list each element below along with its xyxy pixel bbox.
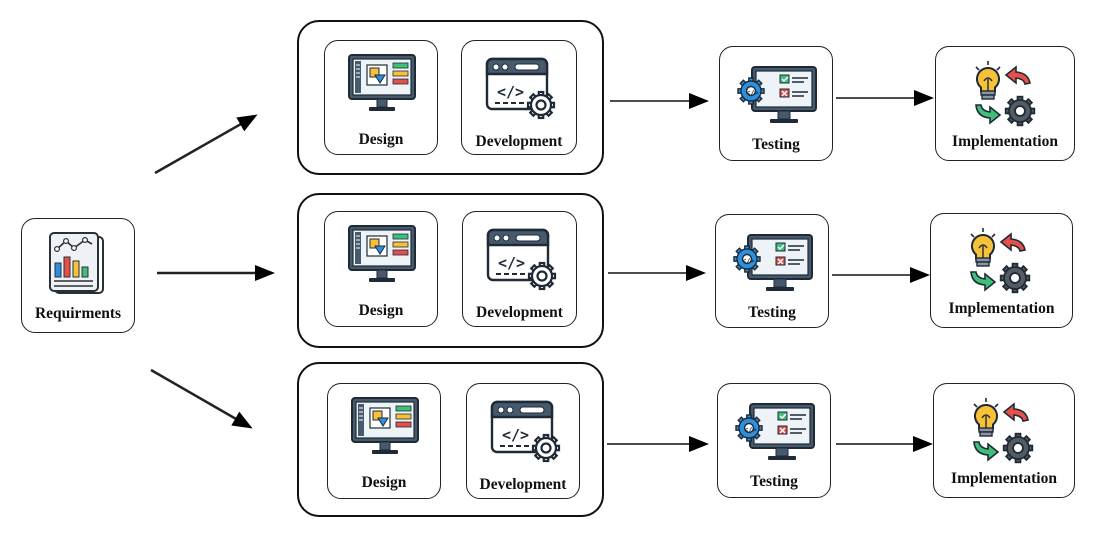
development-label: Development bbox=[476, 304, 563, 321]
design-label: Design bbox=[358, 131, 404, 148]
implementation-bulb-gear-icon bbox=[973, 398, 1034, 464]
development-node-2: </> Development bbox=[462, 211, 577, 327]
svg-text:</>: </> bbox=[498, 254, 525, 272]
design-monitor-icon bbox=[348, 54, 416, 111]
design-label: Design bbox=[361, 474, 407, 491]
requirements-label: Requirments bbox=[34, 305, 122, 322]
design-node-1: Design bbox=[324, 40, 438, 155]
requirements-report-icon bbox=[49, 232, 104, 294]
development-code-gear-icon: </> bbox=[490, 400, 561, 463]
development-label: Development bbox=[475, 133, 563, 150]
testing-node-3: </> Testing bbox=[717, 383, 831, 498]
development-code-gear-icon: </> bbox=[485, 57, 556, 120]
implementation-node-3: Implementation bbox=[933, 383, 1075, 498]
testing-monitor-checklist-icon: </> bbox=[737, 66, 817, 123]
implementation-label: Implementation bbox=[952, 133, 1058, 150]
development-label: Development bbox=[479, 476, 567, 493]
arrow-req-to-track1 bbox=[154, 114, 258, 175]
testing-node-2: </> Testing bbox=[715, 214, 829, 328]
implementation-bulb-gear-icon bbox=[970, 228, 1031, 294]
testing-label: Testing bbox=[752, 136, 800, 153]
design-label: Design bbox=[358, 302, 404, 319]
design-monitor-icon bbox=[351, 397, 419, 454]
implementation-node-1: Implementation bbox=[935, 46, 1075, 161]
implementation-bulb-gear-icon bbox=[975, 61, 1036, 127]
testing-node-1: </> Testing bbox=[719, 46, 833, 161]
design-monitor-icon bbox=[348, 225, 416, 282]
svg-text:</>: </> bbox=[742, 257, 755, 265]
testing-label: Testing bbox=[748, 304, 796, 321]
development-code-gear-icon: </> bbox=[486, 228, 557, 291]
implementation-label: Implementation bbox=[951, 470, 1057, 487]
svg-text:</>: </> bbox=[502, 426, 529, 444]
implementation-label: Implementation bbox=[948, 300, 1055, 317]
design-node-2: Design bbox=[324, 211, 438, 327]
implementation-node-2: Implementation bbox=[930, 213, 1073, 328]
svg-text:</>: </> bbox=[497, 83, 524, 101]
testing-label: Testing bbox=[750, 473, 798, 490]
arrow-req-to-track3 bbox=[150, 368, 253, 429]
development-node-3: </> Development bbox=[466, 383, 580, 499]
svg-text:</>: </> bbox=[744, 426, 757, 434]
development-node-1: </> Development bbox=[461, 40, 577, 155]
requirements-node: Requirments bbox=[21, 218, 135, 333]
svg-text:</>: </> bbox=[746, 89, 759, 97]
design-node-3: Design bbox=[327, 383, 441, 499]
testing-monitor-checklist-icon: </> bbox=[733, 234, 813, 291]
testing-monitor-checklist-icon: </> bbox=[735, 403, 815, 460]
